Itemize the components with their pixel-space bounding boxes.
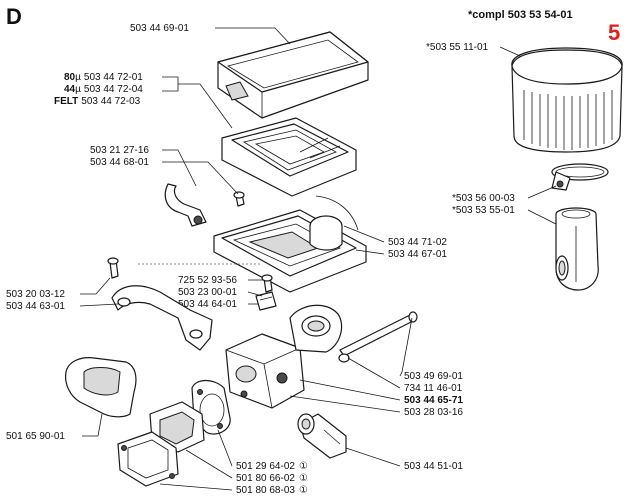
screw-c-part	[107, 257, 119, 279]
label-filter-felt-number: 503 44 72-03	[81, 96, 140, 107]
kit-filter-part	[511, 47, 623, 153]
label-gasket-b-note: ①	[299, 473, 308, 484]
label-nut-b: 503 23 00-01	[178, 287, 237, 298]
label-gasket-b-number: 501 80 66-02	[236, 473, 295, 484]
page-number: 5	[608, 20, 620, 45]
screw-a-part	[233, 191, 245, 207]
label-kit-elbow: *503 53 55-01	[452, 205, 515, 216]
kit-clamp-part	[551, 163, 609, 191]
label-filter-felt-prefix: FELT	[54, 96, 78, 107]
svg-text:501 29 64-02①: 501 29 64-02 ①	[236, 461, 308, 472]
kit-elbow-part	[555, 207, 599, 291]
label-gasket-a-number: 501 29 64-02	[236, 461, 295, 472]
label-intake-boot: 501 65 90-01	[6, 431, 65, 442]
label-bracket-c: 503 44 63-01	[6, 301, 65, 312]
label-gasket-a-note: ①	[299, 461, 308, 472]
label-spacer-b: 503 44 64-01	[178, 299, 237, 310]
label-filter-80-number: 503 44 72-01	[84, 72, 143, 83]
bracket-a-part	[164, 183, 207, 227]
label-kit-filter: *503 55 11-01	[426, 42, 489, 53]
spacer-b-part	[255, 291, 277, 311]
label-rod: 503 49 69-01	[404, 371, 463, 382]
svg-text:501 80 68-03①: 501 80 68-03 ①	[236, 485, 308, 496]
label-screw-b: 725 52 93-56	[178, 275, 237, 286]
label-washer: 734 11 46-01	[404, 383, 463, 394]
pipe-part	[297, 413, 347, 459]
label-gasket-c: 501 80 68-03 ①	[236, 485, 308, 496]
gasket-c-part	[117, 431, 179, 487]
label-screw-c: 503 20 03-12	[6, 289, 65, 300]
label-bracket-a: 503 44 68-01	[90, 157, 149, 168]
screw-b-part	[261, 274, 273, 293]
label-filter-44-number: 503 44 72-04	[84, 84, 143, 95]
label-airbox: 503 44 71-02	[388, 237, 447, 248]
rod-part	[339, 311, 418, 357]
label-gasket-b: 501 80 66-02 ①	[236, 473, 308, 484]
label-airbox-gasket: 503 44 67-01	[388, 249, 447, 260]
intake-boot-part	[65, 357, 137, 418]
label-filter-cover: 503 44 69-01	[130, 23, 189, 34]
label-kit-clamp: *503 56 00-03	[452, 193, 515, 204]
label-filter-80-prefix: 80	[64, 72, 76, 83]
filter-cover-part	[217, 31, 369, 119]
label-pipe: 503 44 51-01	[404, 461, 463, 472]
svg-text:501 80 66-02①: 501 80 66-02 ①	[236, 473, 308, 484]
label-screw-a: 503 21 27-16	[90, 145, 149, 156]
label-filter-80-unit: µ	[75, 72, 81, 83]
label-filter-44-unit: µ	[75, 84, 81, 95]
label-gasket-c-number: 501 80 68-03	[236, 485, 295, 496]
label-carburetor: 503 44 65-71	[404, 395, 463, 406]
bracket-c-part	[111, 285, 213, 351]
carburetor-part	[225, 304, 343, 409]
label-fuel-line: 503 28 03-16	[404, 407, 463, 418]
label-filter-44-prefix: 44	[64, 84, 76, 95]
kit-label: *compl 503 53 54-01	[468, 9, 573, 21]
airbox-part	[213, 195, 367, 293]
label-gasket-c-note: ①	[299, 485, 308, 496]
washer-part	[338, 353, 350, 363]
filter-element-part	[221, 117, 357, 197]
section-letter: D	[6, 4, 22, 29]
label-gasket-a: 501 29 64-02 ①	[236, 461, 308, 472]
